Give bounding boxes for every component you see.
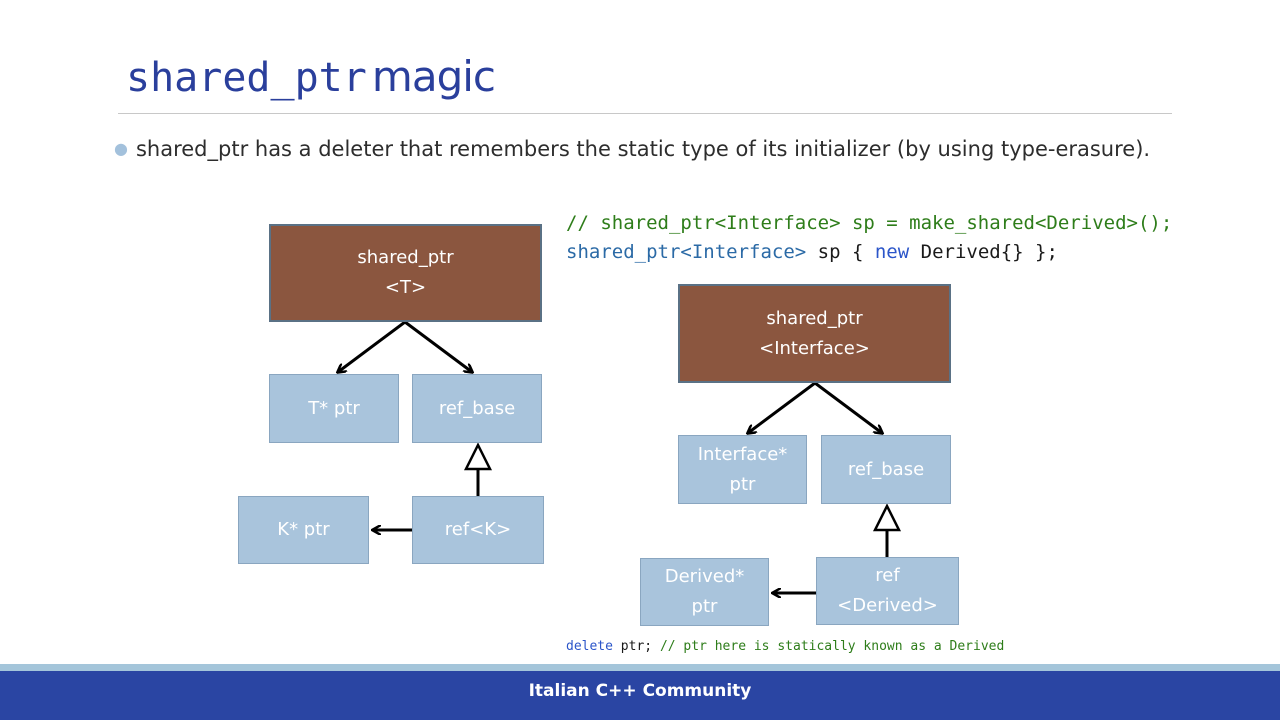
right-inherit-triangle: [872, 503, 902, 532]
right-refbase-box: ref_base: [821, 435, 951, 504]
right-arrow-to-refbase: [814, 381, 882, 433]
right-shared-ptr-label: shared_ptr: [766, 307, 863, 329]
footer-bar: Italian C++ Community: [0, 671, 1280, 720]
page-title-code: shared_ptr: [126, 55, 367, 101]
left-kptr-box: K* ptr: [238, 496, 369, 564]
code-end: Derived{} };: [909, 241, 1058, 263]
bullet-point: ● shared_ptr has a deleter that remembers…: [114, 137, 1150, 161]
left-ptr-box: T* ptr: [269, 374, 399, 443]
page-title-word: magic: [371, 52, 496, 101]
bullet-text: shared_ptr has a deleter that remembers …: [135, 137, 1151, 161]
left-ref-label: ref<K>: [444, 519, 512, 540]
left-shared-ptr-box: shared_ptr <T>: [269, 224, 542, 322]
left-arrow-to-refbase: [404, 320, 472, 372]
right-shared-ptr-box: shared_ptr <Interface>: [678, 284, 951, 383]
left-shared-ptr-param: <T>: [384, 277, 427, 298]
code-keyword-delete: delete: [566, 639, 613, 654]
right-shared-ptr-param: <Interface>: [759, 337, 870, 359]
right-ref-label-2: <Derived>: [837, 595, 938, 616]
right-dptr-label-1: Derived*: [664, 566, 745, 587]
left-arrow-to-ptr: [338, 320, 406, 372]
left-ref-box: ref<K>: [412, 496, 544, 564]
right-ptr-label-2: ptr: [729, 473, 756, 495]
code-keyword-new: new: [874, 241, 910, 263]
left-inherit-triangle: [463, 442, 493, 471]
left-refbase-label: ref_base: [438, 397, 516, 419]
code-delete-mid: ptr;: [612, 639, 660, 654]
code-line-comment: // shared_ptr<Interface> sp = make_share…: [566, 212, 1173, 234]
left-ptr-label: T* ptr: [308, 397, 360, 419]
right-ref-label-1: ref: [875, 565, 900, 586]
code-line-delete: delete ptr; // ptr here is statically kn…: [566, 639, 1004, 654]
page-title: shared_ptr magic: [126, 52, 496, 108]
left-shared-ptr-label: shared_ptr: [357, 247, 454, 268]
left-kptr-label: K* ptr: [277, 519, 330, 540]
right-ref-box: ref <Derived>: [816, 557, 959, 625]
title-divider: [118, 113, 1172, 114]
right-dptr-label-2: ptr: [691, 596, 718, 617]
code-type: shared_ptr<Interface>: [566, 241, 807, 263]
right-ptr-label-1: Interface*: [697, 443, 788, 465]
left-refbase-box: ref_base: [412, 374, 542, 443]
footer-strip: [0, 664, 1280, 671]
right-ptr-box: Interface* ptr: [678, 435, 807, 504]
code-mid: sp {: [806, 241, 875, 263]
code-line-declaration: shared_ptr<Interface> sp { new Derived{}…: [566, 241, 1058, 263]
bullet-icon: ●: [114, 139, 128, 158]
footer-text: Italian C++ Community: [528, 681, 752, 701]
right-arrow-to-ptr: [748, 381, 816, 433]
right-dptr-box: Derived* ptr: [640, 558, 769, 626]
right-refbase-label: ref_base: [847, 458, 925, 480]
code-delete-comment: // ptr here is statically known as a Der…: [659, 639, 1005, 654]
